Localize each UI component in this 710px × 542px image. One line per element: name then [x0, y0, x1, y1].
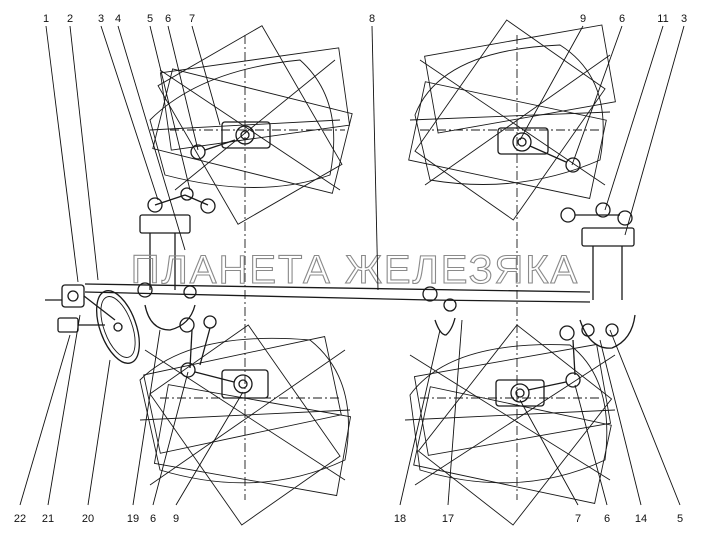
callout-number: 9	[580, 13, 586, 25]
wheel-front-right	[408, 19, 616, 221]
callout-number: 7	[575, 513, 581, 525]
callout-number: 8	[369, 13, 375, 25]
callout-number: 3	[98, 13, 104, 25]
hub-rear-left	[180, 362, 269, 399]
callout-number: 6	[619, 13, 625, 25]
callout-number: 2	[67, 13, 73, 25]
hub-front-right	[497, 127, 581, 173]
wheel-front-left	[149, 25, 353, 225]
callout-number: 11	[657, 13, 668, 25]
hub-front-left	[190, 121, 271, 160]
watermark: ПЛАНЕТА ЖЕЛЕЗЯКА	[131, 248, 579, 292]
callout-number: 21	[42, 513, 54, 525]
callout-number: 6	[150, 513, 156, 525]
callout-number: 19	[127, 513, 139, 525]
callout-number: 5	[677, 513, 683, 525]
callout-number: 18	[394, 513, 406, 525]
left-linkage	[139, 187, 217, 369]
callout-number: 1	[43, 13, 49, 25]
callout-number: 20	[82, 513, 94, 525]
wheel-rear-right	[404, 324, 616, 526]
hub-rear-right	[495, 372, 581, 407]
callout-number: 5	[147, 13, 153, 25]
callout-number: 7	[189, 13, 195, 25]
callout-number: 4	[115, 13, 121, 25]
center-lines	[160, 35, 600, 500]
callout-number: 17	[442, 513, 454, 525]
callout-number: 6	[165, 13, 171, 25]
wheel-rear-left	[139, 324, 352, 526]
callouts-bottom: 22 21 20 19 6 9 18 17 7 6 14 5	[14, 513, 683, 525]
leader-lines	[19, 25, 685, 506]
callout-number: 6	[604, 513, 610, 525]
callout-number: 3	[681, 13, 687, 25]
callout-number: 14	[635, 513, 647, 525]
callout-number: 9	[173, 513, 179, 525]
steering-wheel	[96, 290, 140, 364]
callout-number: 22	[14, 513, 26, 525]
drag-link	[84, 282, 591, 336]
